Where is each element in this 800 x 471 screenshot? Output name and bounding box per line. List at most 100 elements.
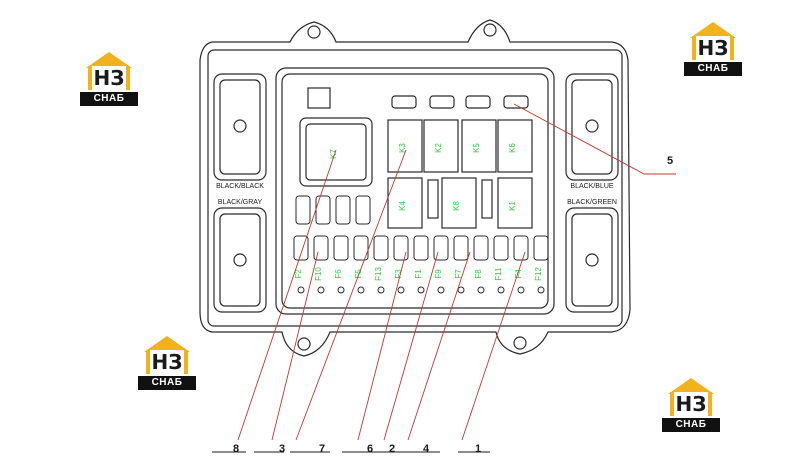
fuse-terminal [437, 286, 445, 294]
callout-1: 1 [475, 443, 481, 455]
callout-2: 2 [389, 443, 395, 455]
fuse [293, 235, 309, 261]
fuse-label: F13 [374, 267, 383, 281]
callout-4: 4 [423, 443, 430, 455]
callout-3: 3 [279, 443, 285, 455]
fuse-label: F1 [414, 269, 423, 279]
mini-fuse [391, 95, 417, 109]
fuse-terminal [397, 286, 405, 294]
fuse-terminal [517, 286, 525, 294]
fuse-terminal [337, 286, 345, 294]
relay-label: K7 [329, 149, 338, 159]
fuse [513, 235, 529, 261]
fuse-label: F9 [434, 269, 443, 279]
logo-subtitle: СНАБ [662, 418, 720, 432]
connector-top-left [213, 73, 267, 181]
connector-top-right [565, 73, 619, 181]
fuse [353, 235, 369, 261]
fuse-terminal [297, 286, 305, 294]
fuse [453, 235, 469, 261]
fuse-label: F6 [334, 269, 343, 279]
fuse-terminal [537, 286, 545, 294]
fuse-label: F2 [294, 269, 303, 279]
fuse-label: F3 [394, 269, 403, 279]
fuse-label: F10 [314, 267, 323, 281]
logo-subtitle: СНАБ [138, 376, 196, 390]
relay-label: K4 [398, 201, 407, 211]
leader-lines [237, 103, 676, 441]
logo-mark: НЗ [150, 350, 184, 374]
callout-7: 7 [319, 443, 325, 455]
connector-label: BLACK/BLACK [216, 183, 264, 190]
fuse-panel-inner [281, 73, 549, 309]
relay-label: K8 [452, 201, 461, 211]
brand-logo: НЗ СНАБ [662, 378, 720, 434]
connector-label: BLACK/BLUE [570, 183, 614, 190]
fuse [393, 235, 409, 261]
brand-logo: НЗ СНАБ [684, 22, 742, 78]
fuse-label: F7 [454, 269, 463, 279]
logo-mark: НЗ [696, 36, 730, 60]
relay-k5 [461, 119, 497, 173]
fuse-label: F11 [494, 267, 503, 281]
fuse [493, 235, 509, 261]
fuse-label: F8 [474, 269, 483, 279]
relay-k7 [299, 117, 373, 187]
relay-label: K5 [472, 143, 481, 153]
connector-bottom-left [213, 207, 267, 313]
connector-bottom-right [565, 207, 619, 313]
relay-k1 [497, 177, 533, 229]
connector-label: BLACK/GREEN [567, 199, 617, 206]
relay-label: K1 [508, 201, 517, 211]
fuse [413, 235, 429, 261]
fuse [533, 235, 549, 261]
fuse-terminal [317, 286, 325, 294]
relay-label: K2 [434, 143, 443, 153]
fuse [473, 235, 489, 261]
mini-fuse [465, 95, 491, 109]
fuse [313, 235, 329, 261]
brand-logo: НЗ СНАБ [138, 336, 196, 392]
fuse-label: F12 [534, 267, 543, 281]
spare-fuse [295, 195, 311, 225]
logo-mark: НЗ [674, 392, 708, 416]
fuse [333, 235, 349, 261]
diode [427, 179, 439, 219]
logo-subtitle: СНАБ [80, 92, 138, 106]
relay-k2 [423, 119, 459, 173]
fuse-label: F4 [514, 269, 523, 279]
relay-label: K3 [398, 143, 407, 153]
fuse-terminal [457, 286, 465, 294]
brand-logo: НЗ СНАБ [80, 52, 138, 108]
relay-k3 [387, 119, 423, 173]
connector-label: BLACK/GRAY [218, 199, 263, 206]
mount-hole [297, 337, 311, 351]
relay-k6 [497, 119, 533, 173]
mini-fuse [429, 95, 455, 109]
mini-fuse [503, 95, 529, 109]
diagnostic-port [307, 87, 331, 109]
fuse [433, 235, 449, 261]
fuse-terminal [377, 286, 385, 294]
callout-8: 8 [233, 443, 239, 455]
housing-outline [199, 19, 631, 357]
relay-label: K6 [508, 143, 517, 153]
fuse-panel [275, 67, 555, 315]
relay-k4 [387, 177, 423, 229]
spare-fuse [335, 195, 351, 225]
fuse [373, 235, 389, 261]
fuse-terminal [477, 286, 485, 294]
callout-5: 5 [667, 155, 673, 167]
logo-mark: НЗ [92, 66, 126, 90]
spare-fuse [355, 195, 371, 225]
diode [481, 179, 493, 219]
fuse-label: F5 [354, 269, 363, 279]
logo-subtitle: СНАБ [684, 62, 742, 76]
relay-k8 [441, 177, 477, 229]
callout-6: 6 [367, 443, 373, 455]
mount-hole [513, 336, 527, 350]
mount-hole [483, 23, 497, 37]
fuse-terminal [497, 286, 505, 294]
